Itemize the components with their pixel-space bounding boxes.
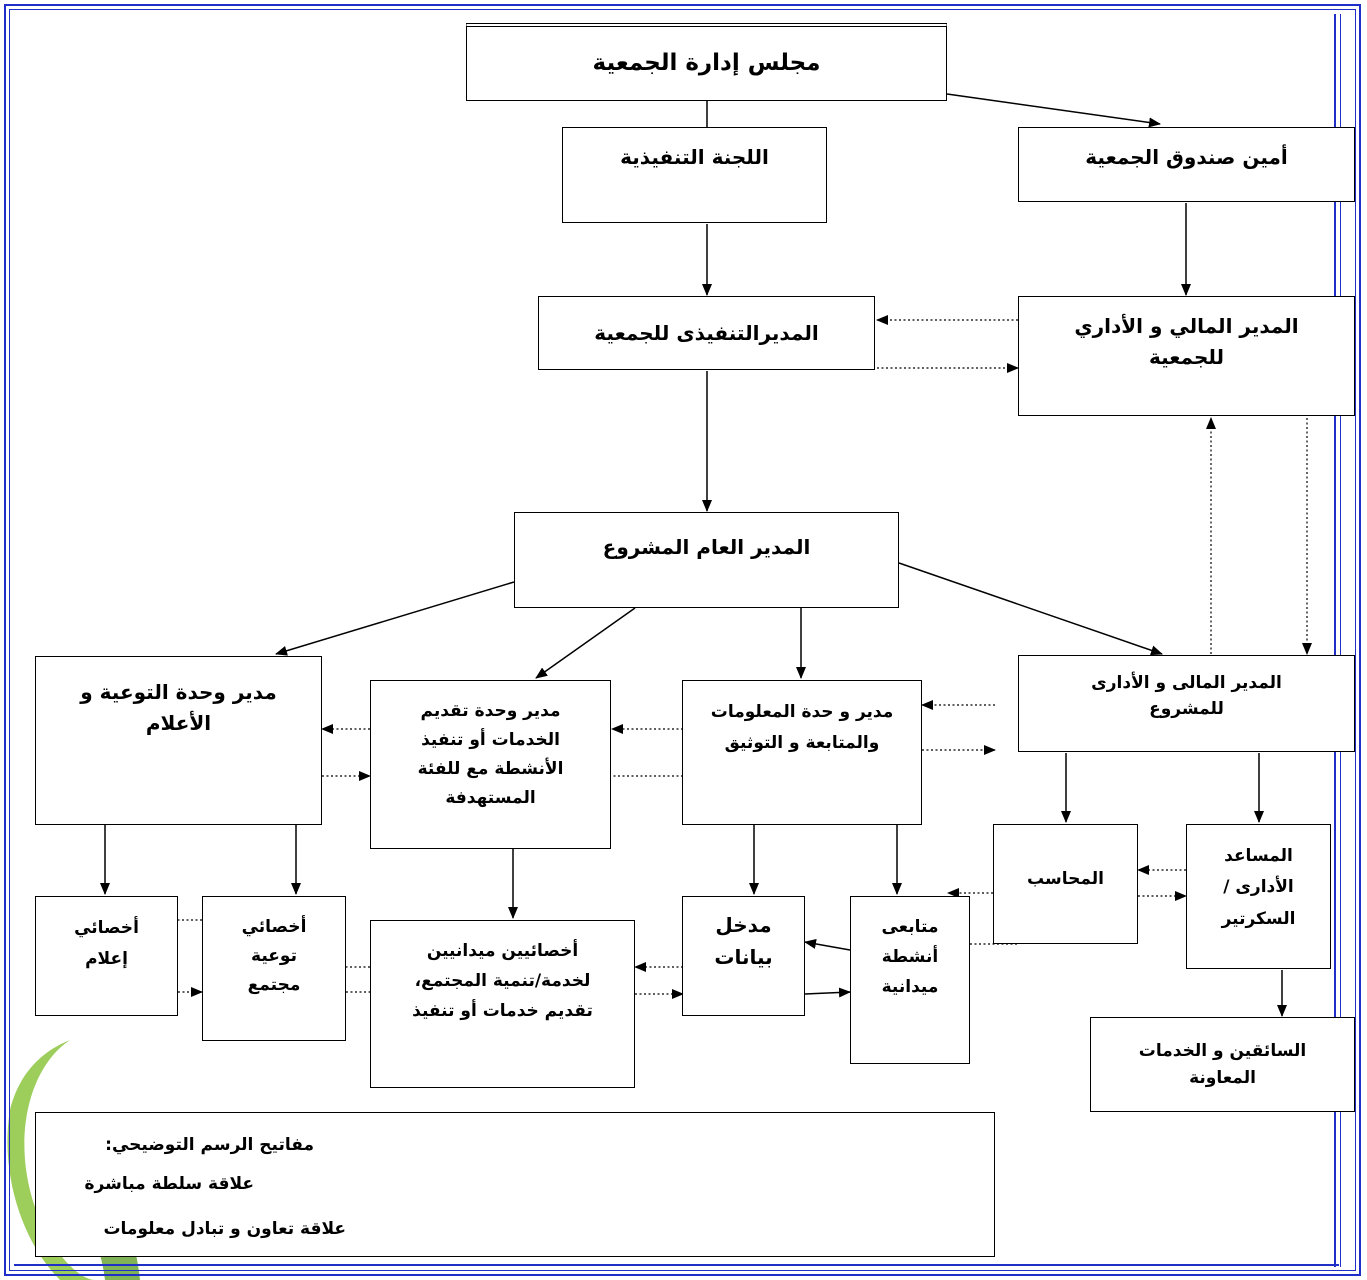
node-drivers-label: السائقين و الخدمات المعاونة	[1138, 1041, 1307, 1088]
node-drivers: السائقين و الخدمات المعاونة	[1090, 1017, 1355, 1112]
node-field-monitors: متابعى أنشطة ميدانية	[850, 896, 970, 1064]
legend-cooperation-label: علاقة تعاون و تبادل معلومات	[103, 1219, 346, 1239]
legend: مفاتيح الرسم التوضيحي: علاقة سلطة مباشرة…	[35, 1112, 995, 1257]
node-fin-admin-director-project: المدير المالى و الأدارى للمشروع	[1018, 655, 1355, 752]
edge-board-treasurer	[946, 93, 1161, 128]
page-border-bottom-line	[14, 1264, 1339, 1266]
legend-direct-label: علاقة سلطة مباشرة	[84, 1174, 254, 1194]
node-media-specialist-label: أخصائي إعلام	[74, 918, 139, 969]
legend-title: مفاتيح الرسم التوضيحي:	[105, 1135, 314, 1155]
page-border-inner	[9, 9, 1356, 1271]
edge-gm-fin-project	[898, 562, 1163, 656]
node-field-specialists: أخصائيين ميدانيين لخدمة/تنمية المجتمع، ت…	[370, 920, 635, 1088]
node-board-label: مجلس إدارة الجمعية	[592, 49, 821, 76]
node-field-specialists-label: أخصائيين ميدانيين لخدمة/تنمية المجتمع، ت…	[412, 941, 593, 1021]
node-admin-assistant-label: المساعد الأدارى /السكرتير	[1221, 846, 1296, 929]
node-fin-admin-director-project-label: المدير المالى و الأدارى للمشروع	[1091, 673, 1282, 720]
node-general-manager: المدير العام المشروع	[514, 512, 899, 608]
node-fin-admin-director-assoc: المدير المالي و الأداري للجمعية	[1018, 296, 1355, 416]
node-board: مجلس إدارة الجمعية	[466, 23, 947, 101]
node-fin-admin-director-assoc-label: المدير المالي و الأداري للجمعية	[1074, 314, 1299, 369]
page-border-right-line-2	[1340, 14, 1341, 1267]
edge-monitors-data-entry	[804, 939, 851, 951]
node-mis-unit-manager: مدير و حدة المعلومات والمتابعة و التوثيق	[682, 680, 922, 825]
edge-data-entry-monitors	[804, 987, 851, 998]
node-executive-director: المديرالتنفيذى للجمعية	[538, 296, 875, 370]
node-awareness-unit-manager: مدير وحدة التوعية و الأعلام	[35, 656, 322, 825]
node-treasurer: أمين صندوق الجمعية	[1018, 127, 1355, 202]
node-executive-director-label: المديرالتنفيذى للجمعية	[594, 320, 819, 345]
node-services-unit-manager-label: مدير وحدة تقديم الخدمات أو تنفيذ الأنشطة…	[417, 701, 564, 808]
node-community-awareness: أخصائي توعية مجتمع	[202, 896, 346, 1041]
node-treasurer-label: أمين صندوق الجمعية	[1085, 145, 1288, 169]
node-accountant: المحاسب	[993, 824, 1138, 944]
node-field-monitors-label: متابعى أنشطة ميدانية	[881, 917, 939, 997]
page-border-right-line	[1334, 14, 1336, 1267]
page-border-outer	[4, 4, 1361, 1276]
edge-gm-awareness	[275, 581, 515, 656]
node-data-entry: مدخل بيانات	[682, 896, 805, 1016]
node-services-unit-manager: مدير وحدة تقديم الخدمات أو تنفيذ الأنشطة…	[370, 680, 611, 849]
node-media-specialist: أخصائي إعلام	[35, 896, 178, 1016]
node-admin-assistant: المساعد الأدارى /السكرتير	[1186, 824, 1331, 969]
node-data-entry-label: مدخل بيانات	[714, 913, 773, 969]
node-awareness-unit-manager-label: مدير وحدة التوعية و الأعلام	[80, 680, 277, 735]
node-general-manager-label: المدير العام المشروع	[602, 534, 811, 559]
node-executive-committee-label: اللجنة التنفيذية	[620, 145, 769, 169]
node-executive-committee: اللجنة التنفيذية	[562, 127, 827, 223]
node-community-awareness-label: أخصائي توعية مجتمع	[241, 917, 307, 995]
node-accountant-label: المحاسب	[1027, 868, 1104, 889]
edge-gm-services	[535, 607, 636, 679]
node-mis-unit-manager-label: مدير و حدة المعلومات والمتابعة و التوثيق	[710, 702, 894, 754]
